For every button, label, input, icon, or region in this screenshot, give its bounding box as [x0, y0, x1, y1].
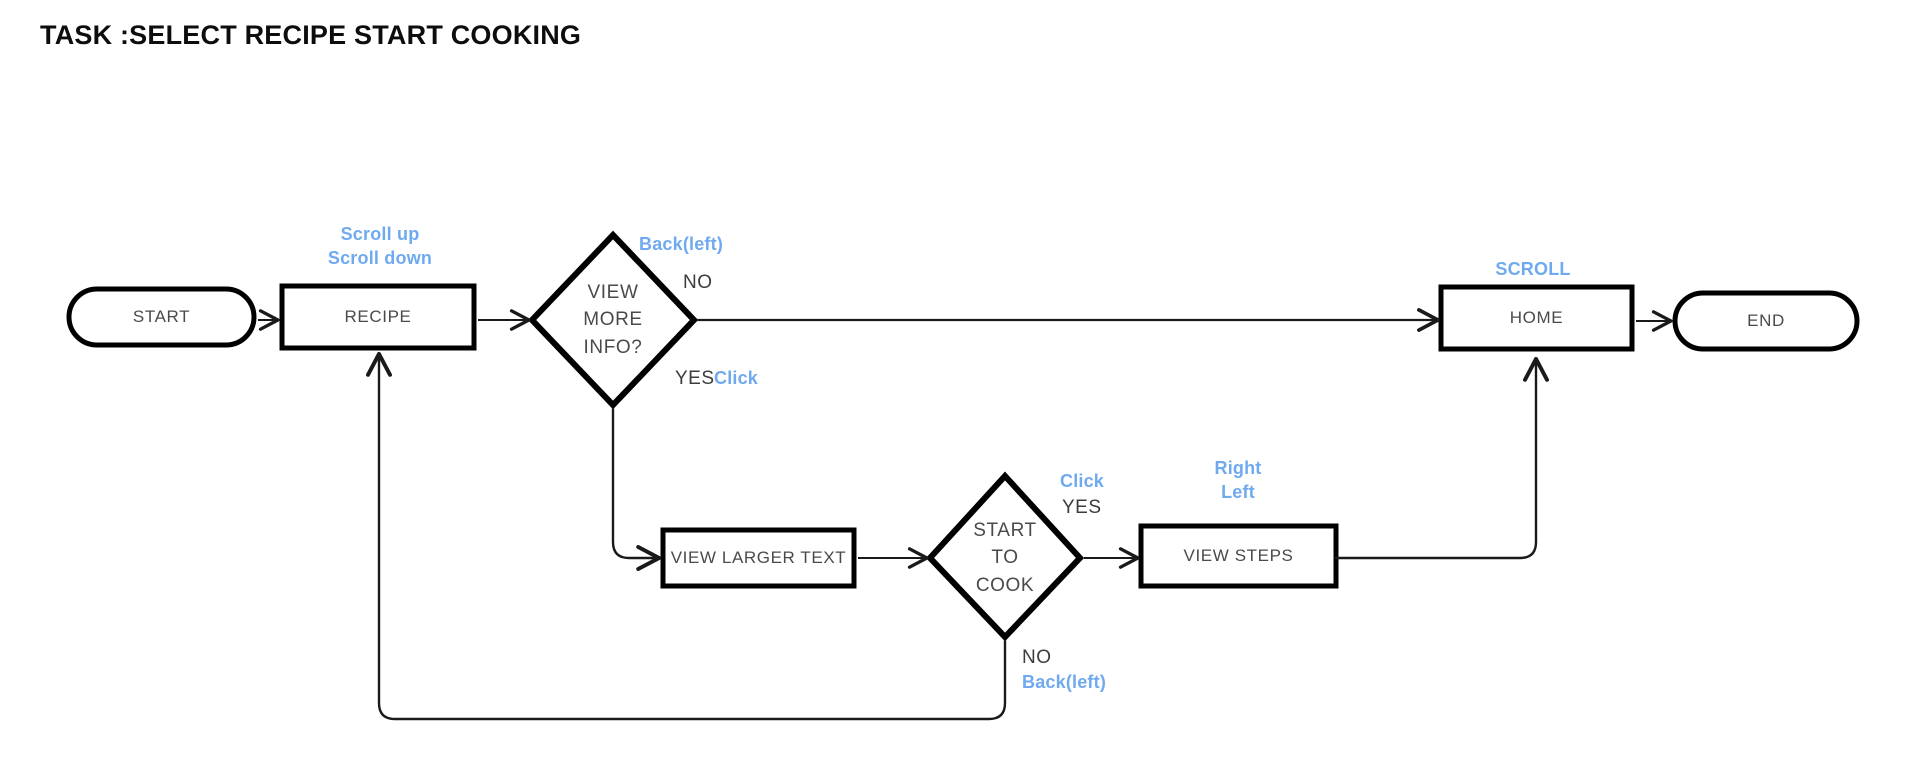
gesture-label-view-more-info-no: Back(left): [639, 234, 724, 254]
gesture-label-recipe: Scroll up Scroll down: [327, 224, 433, 269]
edge-start-to-cook-no-to-recipe: [366, 351, 1007, 721]
gesture-label-view-steps: Right Left: [1214, 458, 1262, 503]
node-start-to-cook[interactable]: [925, 471, 1085, 642]
gesture-label-home: SCROLL: [1495, 259, 1571, 279]
node-end[interactable]: [1672, 290, 1860, 352]
node-start[interactable]: [66, 286, 257, 348]
page-title: TASK :SELECT RECIPE START COOKING: [40, 20, 582, 50]
gesture-label-view-more-info-yes: Click: [714, 368, 759, 388]
edge-label-view-more-info-no: NO: [683, 272, 713, 293]
edge-view-more-info-yes-to-view-larger-text: [611, 407, 662, 571]
edge-label-start-to-cook-yes: YES: [1062, 497, 1102, 518]
node-view-more-info[interactable]: [527, 230, 699, 410]
gesture-label-start-to-cook-no: Back(left): [1022, 672, 1107, 692]
edge-label-start-to-cook-no: NO: [1022, 647, 1052, 668]
node-view-larger-text[interactable]: [660, 527, 857, 589]
edge-label-view-more-info-yes: YES: [675, 368, 715, 389]
node-recipe[interactable]: [279, 283, 477, 351]
gesture-label-start-to-cook-yes: Click: [1060, 471, 1105, 491]
edge-view-steps-to-home: [1334, 356, 1549, 560]
node-view-steps[interactable]: [1138, 523, 1339, 589]
node-home[interactable]: [1438, 284, 1635, 352]
